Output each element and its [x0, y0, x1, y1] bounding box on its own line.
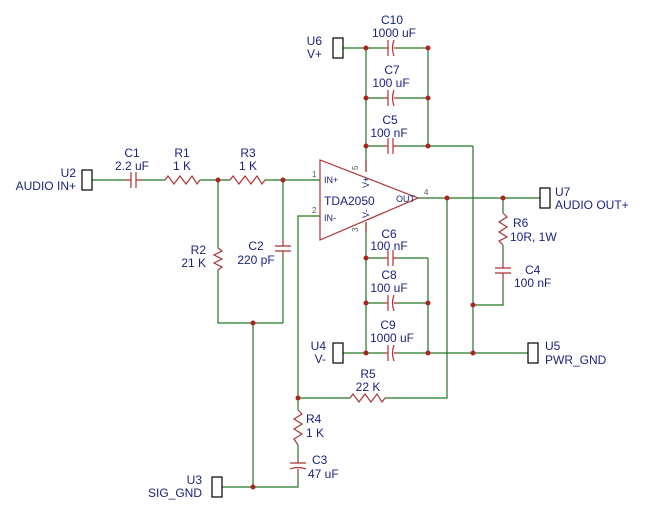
c4-value: 100 nF: [514, 276, 551, 290]
pin-number-5: 5: [351, 165, 360, 170]
c10-value: 1000 uF: [372, 26, 416, 40]
c8-value: 100 uF: [370, 281, 407, 295]
port-u5-ref: U5: [545, 339, 561, 353]
port-u6-name: V+: [307, 47, 322, 61]
c9-ref: C9: [380, 318, 396, 332]
c3-ref: C3: [312, 453, 328, 467]
c2-ref: C2: [248, 239, 264, 253]
pin-label-vplus: V+: [361, 177, 371, 188]
port-u4-ref: U4: [311, 339, 327, 353]
capacitor-c7: C7 100 uF: [372, 63, 410, 107]
wires: [92, 47, 550, 488]
port-u3: U3 SIG_GND: [148, 473, 223, 500]
r6-ref: R6: [513, 216, 529, 230]
pin-label-vminus: V-: [361, 209, 371, 218]
r4-value: 1 K: [306, 426, 324, 440]
port-u2-name: AUDIO IN+: [16, 179, 76, 193]
c3-value: 47 uF: [308, 467, 339, 481]
capacitor-c10: C10 1000 uF: [372, 13, 416, 57]
pin-number-2: 2: [312, 206, 317, 215]
capacitor-c9: C9 1000 uF: [370, 318, 414, 362]
port-u2-ref: U2: [61, 166, 77, 180]
r1-value: 1 K: [173, 159, 191, 173]
c2-value: 220 pF: [237, 253, 274, 267]
port-u4-name: V-: [315, 352, 326, 366]
pin-number-1: 1: [312, 170, 317, 179]
port-u3-ref: U3: [187, 473, 203, 487]
c6-value: 100 nF: [370, 239, 407, 253]
resistor-r4: R4 1 K: [292, 409, 324, 446]
r3-ref: R3: [240, 146, 256, 160]
c1-value: 2.2 uF: [115, 159, 149, 173]
c9-value: 1000 uF: [370, 331, 414, 345]
c6-ref: C6: [381, 227, 397, 241]
c8-ref: C8: [381, 268, 397, 282]
pin-label-out: OUT: [396, 194, 416, 204]
capacitor-c4: C4 100 nF: [495, 262, 551, 290]
port-u5: U5 PWR_GND: [527, 339, 607, 367]
capacitor-c3: C3 47 uF: [289, 453, 339, 481]
port-u7: U7 AUDIO OUT+: [539, 185, 629, 212]
port-u4: U4 V-: [311, 339, 344, 366]
capacitor-c5: C5 100 nF: [370, 113, 408, 154]
port-u2: U2 AUDIO IN+: [16, 166, 93, 193]
capacitor-c1: C1 2.2 uF: [115, 146, 149, 188]
pin-number-3: 3: [351, 227, 360, 232]
resistor-r6: R6 10R, 1W: [497, 212, 557, 246]
capacitor-c2: C2 220 pF: [237, 239, 291, 267]
resistor-r1: R1 1 K: [164, 146, 201, 186]
port-u5-name: PWR_GND: [545, 353, 607, 367]
r2-ref: R2: [191, 243, 207, 257]
pin-number-4: 4: [424, 188, 429, 197]
resistor-r5: R5 22 K: [349, 367, 386, 404]
opamp-tda2050: IN+ IN- OUT V+ V- TDA2050 1 2 4 5 3: [312, 159, 429, 241]
port-u6-ref: U6: [307, 34, 323, 48]
resistor-r3: R3 1 K: [229, 146, 266, 186]
r5-value: 22 K: [356, 380, 381, 394]
r6-value: 10R, 1W: [510, 230, 557, 244]
r1-ref: R1: [174, 146, 190, 160]
r3-value: 1 K: [239, 159, 257, 173]
c4-ref: C4: [525, 263, 541, 277]
c1-ref: C1: [124, 146, 140, 160]
c5-value: 100 nF: [370, 126, 407, 140]
c7-ref: C7: [384, 63, 400, 77]
pin-label-in-minus: IN-: [324, 213, 336, 223]
port-u7-ref: U7: [555, 185, 571, 199]
resistor-r2: R2 21 K: [181, 243, 224, 271]
port-u3-name: SIG_GND: [148, 486, 202, 500]
r4-ref: R4: [306, 412, 322, 426]
c7-value: 100 uF: [372, 76, 409, 90]
chip-part-label: TDA2050: [324, 194, 375, 208]
c5-ref: C5: [382, 113, 398, 127]
r2-value: 21 K: [181, 256, 206, 270]
port-u6: U6 V+: [307, 34, 344, 61]
port-u7-name: AUDIO OUT+: [555, 198, 629, 212]
capacitor-c6: C6 100 nF: [370, 227, 408, 266]
pin-label-in-plus: IN+: [324, 175, 338, 185]
r5-ref: R5: [360, 367, 376, 381]
c10-ref: C10: [381, 13, 403, 27]
capacitor-c8: C8 100 uF: [370, 268, 408, 312]
junctions: [215, 45, 506, 490]
